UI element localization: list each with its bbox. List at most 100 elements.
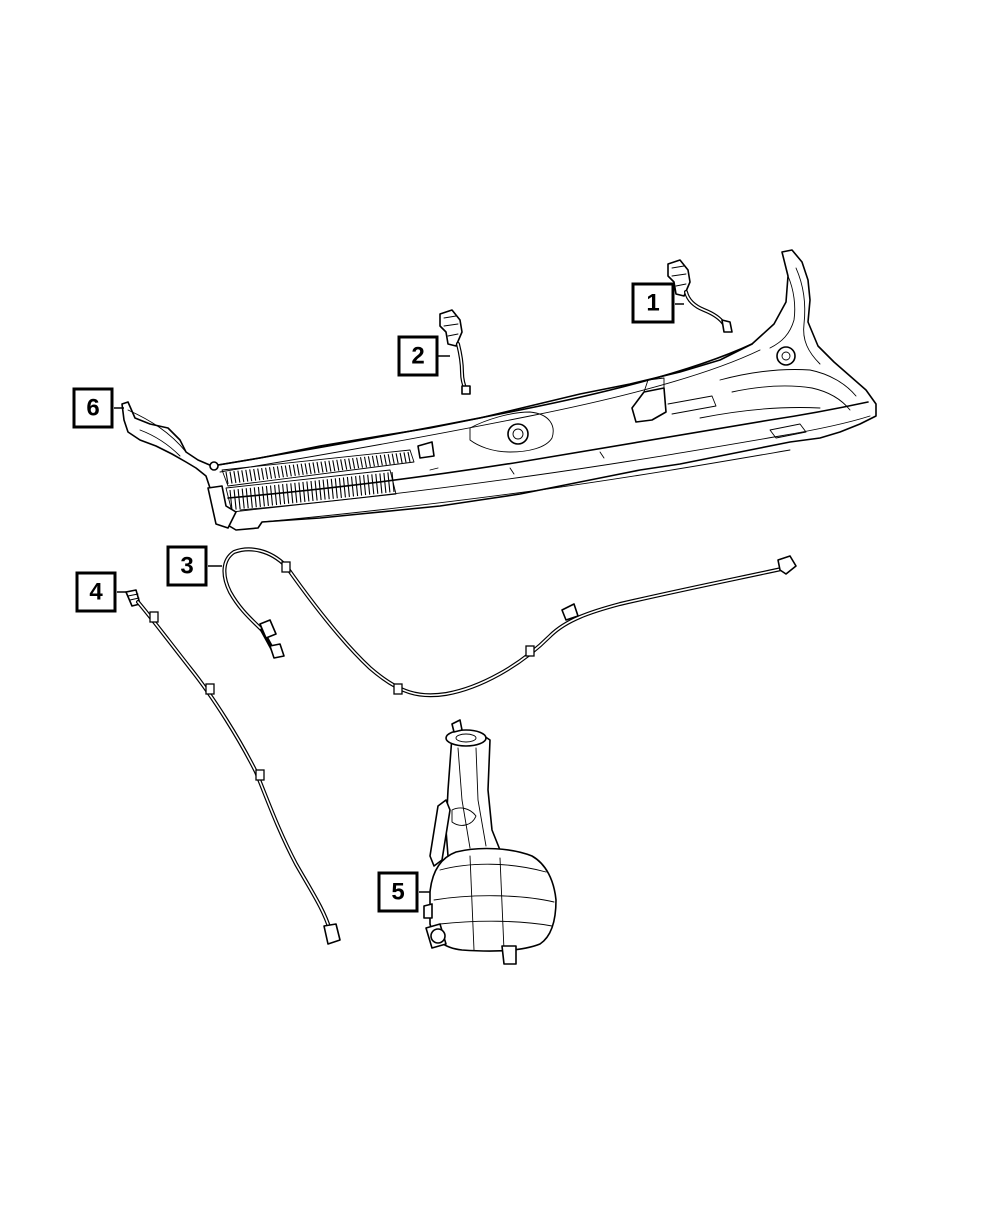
grille-slat	[276, 466, 280, 478]
grille-slat	[261, 468, 265, 480]
grille-slat	[229, 489, 233, 511]
grille-slat	[318, 480, 322, 501]
grille-slat	[249, 487, 253, 508]
grille-slat	[261, 486, 265, 507]
grille-slat	[294, 482, 298, 503]
grille-slat	[233, 489, 237, 510]
washer-nozzle-left[interactable]	[439, 309, 471, 395]
callout-2-label: 2	[411, 343, 424, 370]
grille-slat	[284, 465, 288, 477]
grille-slat	[282, 484, 286, 505]
grille-slat	[298, 482, 302, 503]
grille-slat	[344, 458, 348, 470]
grille-slat	[308, 462, 312, 475]
washer-hose-cowl[interactable]	[222, 547, 797, 698]
grille-slat	[265, 467, 269, 480]
grille-slat	[399, 452, 403, 464]
grille-slat	[367, 474, 371, 495]
grille-slat	[371, 455, 375, 467]
grille-slat	[322, 479, 326, 500]
grille-slat	[229, 471, 233, 484]
grille-slat	[316, 461, 320, 474]
grille-slat	[233, 471, 237, 484]
grille-slat	[363, 456, 368, 468]
grille-slat	[314, 480, 318, 501]
washer-hose-front[interactable]	[125, 589, 341, 945]
grille-slat	[403, 452, 407, 463]
grille-slat	[241, 488, 245, 509]
grille-slat	[237, 470, 241, 483]
grille-slat	[280, 465, 284, 478]
grille-slat	[253, 468, 257, 481]
grille-slat	[379, 454, 383, 466]
washer-reservoir[interactable]	[423, 719, 557, 965]
grille-slat	[310, 480, 314, 502]
grille-slat	[274, 485, 278, 506]
grille-slat	[278, 484, 282, 505]
grille-slat	[245, 469, 249, 482]
grille-slat	[348, 458, 352, 470]
grille-slat	[326, 479, 330, 500]
grille-slat	[292, 464, 296, 476]
grille-slat	[395, 453, 399, 464]
grille-slat	[340, 459, 344, 471]
washer-nozzle-right[interactable]	[667, 259, 733, 333]
grille-slat	[257, 486, 261, 507]
grille-slat	[320, 461, 324, 473]
grille-slat	[359, 475, 363, 496]
grille-slat	[338, 477, 342, 498]
grille-slat	[375, 455, 379, 466]
grille-slat	[265, 485, 269, 506]
callout-5[interactable]: 5	[377, 871, 430, 913]
callout-1[interactable]: 1	[631, 282, 684, 324]
grille-slat	[336, 459, 340, 471]
grille-slat	[306, 481, 310, 502]
grille-slat	[356, 457, 360, 469]
grille-slat	[253, 487, 257, 508]
grille-slat	[350, 476, 355, 497]
grille-slat	[290, 483, 294, 504]
callout-3[interactable]: 3	[166, 545, 222, 587]
grille-slat	[367, 456, 371, 467]
callout-3-label: 3	[180, 553, 193, 580]
grille-slat	[383, 454, 387, 466]
grille-slat	[330, 478, 334, 499]
grille-slat	[334, 478, 338, 499]
grille-slat	[391, 453, 395, 465]
callout-4[interactable]: 4	[75, 571, 126, 613]
grille-slat	[379, 473, 383, 494]
grille-slat	[383, 472, 387, 493]
callout-4-label: 4	[89, 579, 103, 606]
grille-slat	[355, 476, 359, 497]
grille-slat	[269, 485, 274, 506]
cowl-panel[interactable]	[121, 249, 877, 531]
grille-slat	[352, 457, 356, 469]
callout-6[interactable]: 6	[72, 387, 124, 429]
grille-slat	[387, 454, 391, 465]
grille-slat	[363, 475, 367, 496]
grille-slat	[375, 473, 379, 494]
callout-6-label: 6	[86, 395, 99, 422]
grille-slat	[286, 483, 290, 504]
grille-slat	[407, 451, 411, 463]
grille-slat	[241, 470, 245, 483]
grille-slat	[245, 488, 249, 509]
grille-slat	[249, 469, 253, 482]
callout-2[interactable]: 2	[397, 335, 450, 377]
grille-slat	[342, 477, 346, 498]
grille-slat	[237, 489, 241, 510]
grille-slat	[304, 463, 308, 475]
grille-slat	[324, 461, 328, 473]
grille-slat	[391, 471, 395, 493]
grille-slat	[300, 463, 304, 475]
grille-slat	[272, 466, 277, 479]
grille-slat	[312, 462, 316, 474]
grille-slat	[296, 464, 300, 476]
grille-slat	[302, 481, 306, 502]
grille-slat	[288, 464, 292, 477]
callout-5-label: 5	[391, 879, 404, 906]
grille-slat	[387, 472, 391, 493]
grille-slat	[328, 460, 332, 472]
callout-1-label: 1	[646, 290, 659, 317]
